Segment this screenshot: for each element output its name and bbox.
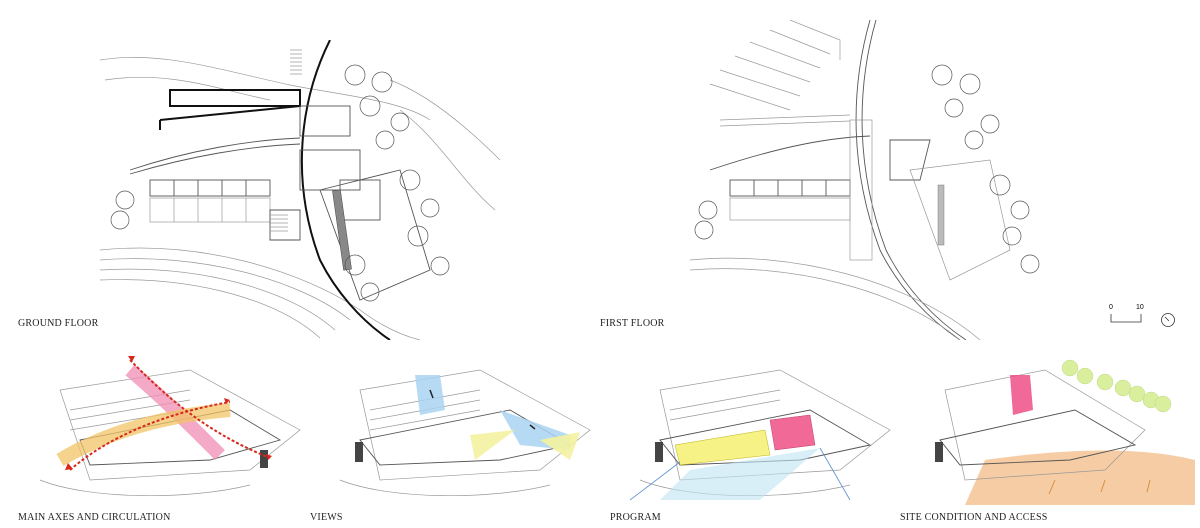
ground-floor-plan <box>100 40 520 340</box>
tree-cluster-first <box>694 64 1040 274</box>
ground-floor-label: GROUND FLOOR <box>18 318 99 329</box>
tree-cluster-east <box>110 64 450 302</box>
program-diagram <box>620 350 900 505</box>
scale-bar-end: 10 <box>1136 304 1144 311</box>
first-floor-plan <box>690 20 1070 340</box>
first-floor-drawing <box>690 20 1011 340</box>
scale-bar: 0 10 <box>1108 304 1148 328</box>
scale-bar-start: 0 <box>1109 304 1113 311</box>
north-arrow-icon <box>1160 312 1176 328</box>
views-diagram-label: VIEWS <box>310 512 343 523</box>
site-diagram-label: SITE CONDITION AND ACCESS <box>900 512 1048 523</box>
site-diagram <box>905 350 1195 505</box>
views-diagram <box>320 350 605 505</box>
first-floor-label: FIRST FLOOR <box>600 318 665 329</box>
program-diagram-label: PROGRAM <box>610 512 661 523</box>
axes-diagram-label: MAIN AXES AND CIRCULATION <box>18 512 171 523</box>
ground-floor-drawing <box>100 40 501 340</box>
axes-diagram <box>30 350 310 505</box>
